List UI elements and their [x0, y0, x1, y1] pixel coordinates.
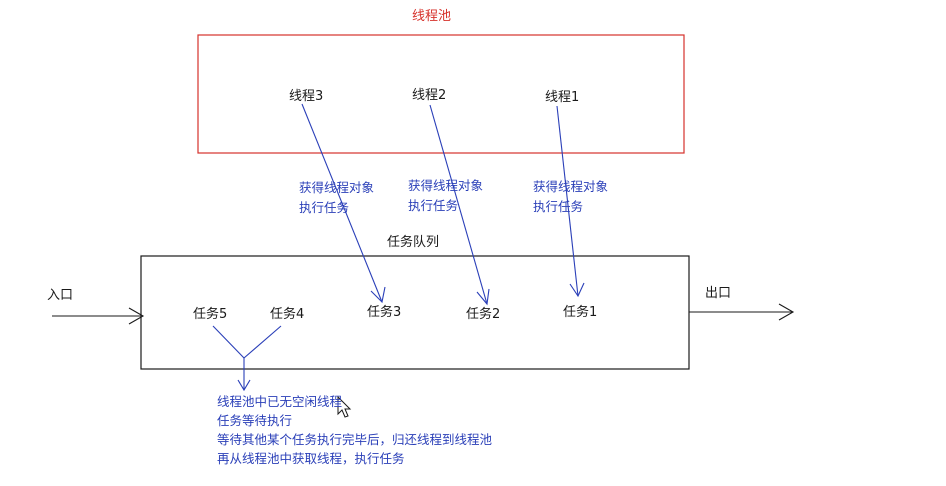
thread3-to-task3-arrow [301, 103, 386, 304]
thread-2-label: 线程2 [412, 88, 447, 103]
task-4-label: 任务4 [270, 307, 305, 322]
thread-pool-title: 线程池 [412, 9, 452, 24]
task-3-label: 任务3 [367, 305, 402, 320]
acquire-note-thread2: 获得线程对象 执行任务 [408, 178, 484, 213]
mouse-pointer-icon [337, 395, 352, 418]
thread-pool-box [197, 34, 685, 154]
task-1-label: 任务1 [563, 305, 598, 320]
thread-1-label: 线程1 [545, 90, 580, 105]
exit-arrow [689, 303, 795, 321]
task-queue-title: 任务队列 [387, 235, 440, 250]
thread1-to-task1-arrow [556, 105, 585, 298]
acquire-note-thread1: 获得线程对象 执行任务 [533, 179, 609, 214]
acquire-note-thread3: 获得线程对象 执行任务 [299, 180, 375, 215]
thread-3-label: 线程3 [289, 89, 324, 104]
task-5-label: 任务5 [193, 307, 228, 322]
entry-label: 入口 [47, 288, 74, 303]
thread2-to-task2-arrow [429, 104, 490, 306]
waiting-note: 线程池中已无空闲线程 任务等待执行 等待其他某个任务执行完毕后，归还线程到线程池… [217, 394, 493, 466]
task-2-label: 任务2 [466, 307, 501, 322]
exit-label: 出口 [705, 286, 732, 301]
entry-arrow [52, 307, 145, 325]
waiting-tasks-merge-arrow [212, 325, 282, 392]
